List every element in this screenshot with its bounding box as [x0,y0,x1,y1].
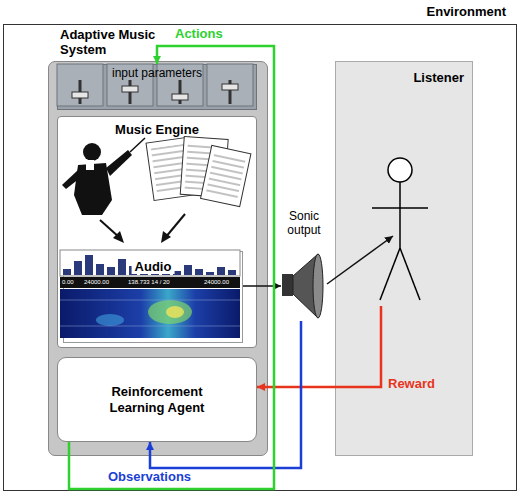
connector [150,321,301,468]
spectrum-bars [63,255,236,275]
node-label: Listener [413,70,464,85]
agent-box: Reinforcement Learning Agent [57,357,257,442]
input-panel: input parameters [57,64,257,110]
connector [327,236,393,284]
node-label: Adaptive Music System [60,27,172,57]
timeline-label: 138.733 14 / 20 [128,278,170,286]
audio-box: Audio [63,251,243,343]
edge-label: Actions [175,26,223,41]
slider-panel [57,64,253,106]
engine-arrows [100,214,185,243]
engine-box: Music EngineAudio [57,116,257,348]
conductor-figure [62,138,145,215]
audio-spectrum [60,250,240,338]
node-label: Reinforcement Learning Agent [87,384,227,416]
node-label: input parameters [58,66,256,80]
node-label: Sonic output [277,209,331,237]
speaker-node: Sonic output [281,209,327,321]
node-label: Music Engine [58,122,256,137]
speaker-icon [282,254,323,318]
edge-label: Observations [108,469,191,484]
system-panel: Adaptive Music Systeminput parametersMus… [48,61,268,456]
connector [257,306,381,387]
edge-label: Reward [388,376,435,391]
listener-panel: Listener [335,61,473,456]
node-label: Environment [427,4,506,19]
stick-figure [372,158,428,300]
connector [69,46,274,489]
timeline-label: 0.00 [62,278,74,286]
environment-frame: EnvironmentAdaptive Music Systeminput pa… [3,24,517,491]
music-scores [146,136,251,206]
timeline-label: 24000.00 [84,278,109,286]
connector [243,285,281,287]
node-label: Audio [132,259,175,274]
timeline-label: 24000.00 [204,278,229,286]
